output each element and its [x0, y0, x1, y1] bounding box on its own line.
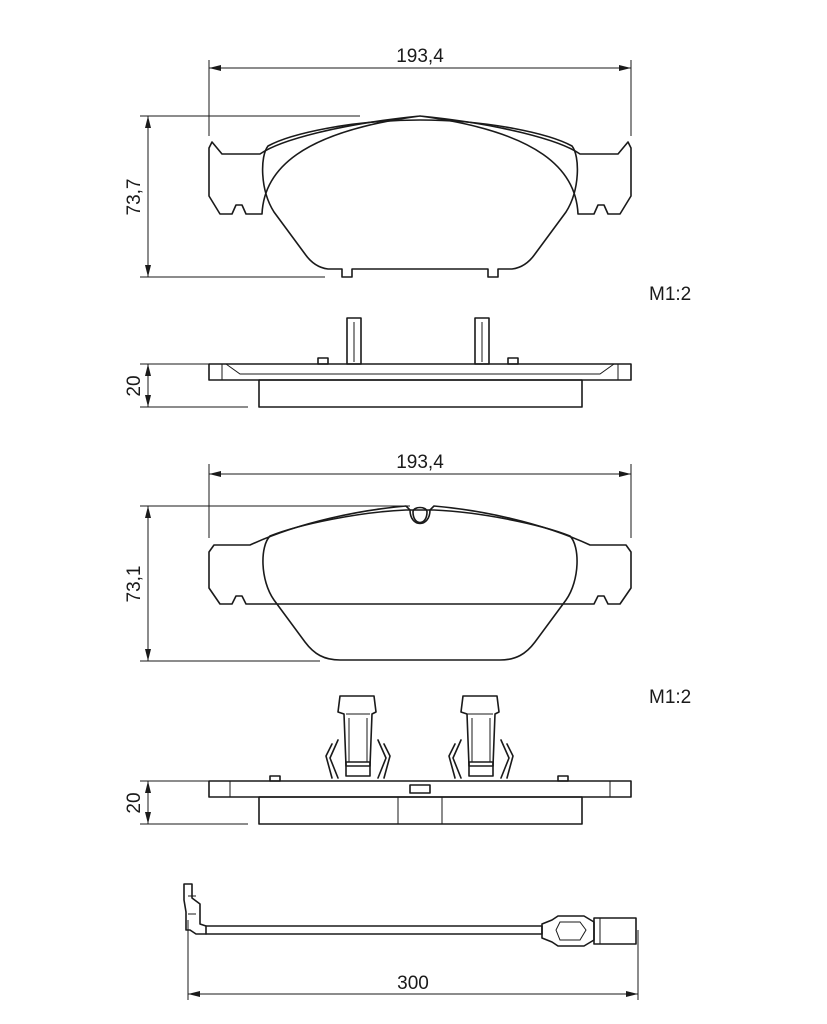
wear-sensor-view [183, 883, 639, 1000]
pad1-height-label: 73,7 [124, 179, 145, 216]
sensor-connector [541, 915, 595, 947]
pad1-side-backing-plate [208, 363, 632, 381]
scale-label-upper: M1:2 [649, 284, 691, 305]
pad2-front-view [140, 464, 632, 662]
pad1-side-lining [258, 379, 583, 408]
pad1-backing-plate [208, 115, 632, 215]
pad2-width-label: 193,4 [396, 452, 444, 473]
pad2-thickness-label: 20 [124, 792, 145, 813]
pad2-height-label: 73,1 [124, 566, 145, 603]
pad1-front-view [140, 60, 632, 278]
pad2-friction-lining [262, 509, 578, 661]
pad1-friction-lining [261, 119, 579, 278]
pad2-side-view [140, 695, 632, 825]
pad2-sensor-socket [409, 784, 431, 794]
pad1-side-view [140, 317, 632, 408]
sensor-length-label: 300 [397, 973, 429, 994]
pad1-width-label: 193,4 [396, 46, 444, 67]
pad2-backing-plate [208, 505, 632, 605]
sensor-cable [205, 925, 543, 935]
sensor-head [183, 883, 207, 935]
scale-label-lower: M1:2 [649, 687, 691, 708]
pad2-spring-clip-left [325, 695, 391, 779]
pad2-side-backing-plate [208, 780, 632, 798]
pad2-spring-clip-right [448, 695, 514, 779]
pad1-thickness-label: 20 [124, 375, 145, 396]
pad2-side-lining [258, 796, 583, 825]
pad2-wear-notch [412, 506, 428, 524]
sensor-plug [593, 917, 637, 945]
